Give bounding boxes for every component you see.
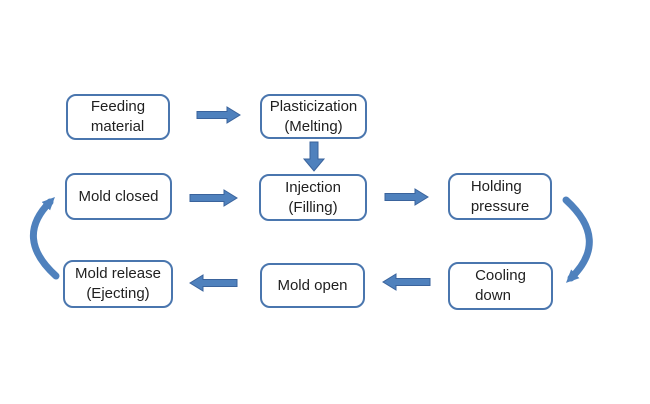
curved-arrow-holding-to-cooling xyxy=(562,196,593,283)
node-mold-closed: Mold closed xyxy=(65,173,172,220)
node-feeding-material-label: Feeding material xyxy=(90,98,146,135)
node-cooling-down-label: Cooling down xyxy=(475,267,526,304)
node-plasticization-label: Plasticization (Melting) xyxy=(269,97,358,135)
node-plasticization: Plasticization (Melting) xyxy=(260,94,367,139)
node-mold-release-label: Mold release (Ejecting) xyxy=(75,265,161,302)
arrow-injection-to-holding-pressure xyxy=(384,188,429,206)
arrow-cooling-to-mold-open xyxy=(382,273,431,291)
arrow-feeding-to-plasticization xyxy=(196,106,241,124)
node-cooling-down: Cooling down xyxy=(448,262,553,310)
arrow-mold-open-to-mold-release xyxy=(189,274,238,292)
node-holding-pressure: Holding pressure xyxy=(448,173,552,220)
node-feeding-material: Feeding material xyxy=(66,94,170,140)
node-injection-label: Injection (Filling) xyxy=(285,178,341,216)
node-mold-closed-label: Mold closed xyxy=(78,187,159,205)
arrow-mold-closed-to-injection xyxy=(189,189,238,207)
node-mold-release: Mold release (Ejecting) xyxy=(63,260,173,308)
curved-arrow-mold-release-to-mold-closed xyxy=(30,197,60,280)
node-injection: Injection (Filling) xyxy=(259,174,367,221)
arrow-plasticization-to-injection xyxy=(302,141,326,172)
node-mold-open: Mold open xyxy=(260,263,365,308)
node-holding-pressure-label: Holding pressure xyxy=(470,177,530,215)
node-mold-open-label: Mold open xyxy=(277,276,348,294)
